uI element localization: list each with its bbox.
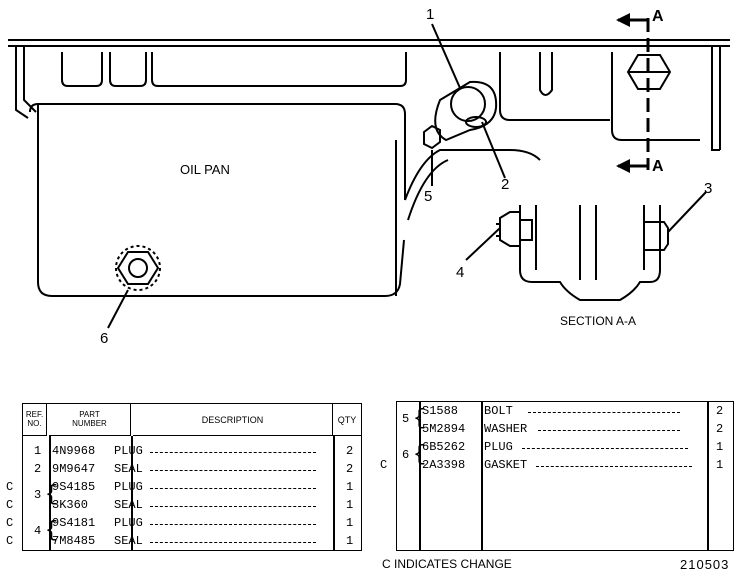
header-qty: QTY xyxy=(333,404,361,436)
ref-number: 6 xyxy=(402,448,410,462)
leader-dashes xyxy=(150,470,316,471)
part-number: S1588 xyxy=(422,404,459,418)
change-flag: C xyxy=(6,498,14,512)
leader-dashes xyxy=(150,524,316,525)
change-flag: C xyxy=(6,480,14,494)
group-brace: { xyxy=(45,482,59,507)
part-number: 9M9647 xyxy=(52,462,96,476)
group-brace: { xyxy=(413,442,427,467)
table-row: C 7M8485 SEAL 1 xyxy=(0,534,360,551)
oil-pan-illustration: 1 2 3 4 5 6 A A OIL PAN SECTION A-A xyxy=(8,6,730,347)
table-row: C 3K360 SEAL 1 xyxy=(0,498,360,515)
description: SEAL xyxy=(114,462,143,476)
callout-4: 4 xyxy=(456,264,465,281)
description: SEAL xyxy=(114,498,143,512)
leader-dashes xyxy=(536,466,692,467)
change-flag: C xyxy=(6,516,14,530)
change-legend: C INDICATES CHANGE xyxy=(382,557,512,571)
part-number: 9S4185 xyxy=(52,480,96,494)
quantity: 1 xyxy=(716,458,724,472)
change-flag: C xyxy=(380,458,388,472)
table-row: 5M2894 WASHER 2 xyxy=(376,422,736,439)
quantity: 1 xyxy=(346,498,354,512)
col-divider xyxy=(131,436,133,550)
leader-dashes xyxy=(522,448,688,449)
callout-5: 5 xyxy=(424,188,433,205)
callout-3: 3 xyxy=(704,180,713,197)
callout-2: 2 xyxy=(501,176,510,193)
part-number: 6B5262 xyxy=(422,440,466,454)
table-row: 1 4N9968 PLUG 2 xyxy=(0,444,360,461)
table-row: 5 { S1588 BOLT 2 xyxy=(376,404,736,431)
part-number: 5M2894 xyxy=(422,422,466,436)
quantity: 2 xyxy=(346,444,354,458)
leader-dashes xyxy=(528,412,680,413)
header-part: PART NUMBER xyxy=(49,404,131,436)
table-row: C 4 { 9S4181 PLUG 1 xyxy=(0,516,360,543)
part-number: 4N9968 xyxy=(52,444,96,458)
quantity: 2 xyxy=(716,404,724,418)
description: PLUG xyxy=(114,480,143,494)
ref-number: 1 xyxy=(34,444,42,458)
col-divider xyxy=(333,436,335,550)
ref-number: 4 xyxy=(34,524,42,538)
part-number: 9S4181 xyxy=(52,516,96,530)
section-marker-bottom: A xyxy=(652,158,664,175)
leader-dashes xyxy=(150,452,316,453)
col-divider xyxy=(707,402,709,550)
quantity: 1 xyxy=(346,480,354,494)
quantity: 1 xyxy=(346,516,354,530)
leader-dashes xyxy=(538,430,680,431)
leader-dashes xyxy=(150,506,316,507)
description: GASKET xyxy=(484,458,528,472)
table-row: C 3 { 9S4185 PLUG 1 xyxy=(0,480,360,507)
header-desc: DESCRIPTION xyxy=(133,404,333,436)
description: PLUG xyxy=(114,516,143,530)
description: SEAL xyxy=(114,534,143,548)
group-brace: { xyxy=(45,518,59,543)
change-flag: C xyxy=(6,534,14,548)
part-number: 7M8485 xyxy=(52,534,96,548)
description: WASHER xyxy=(484,422,528,436)
section-label: SECTION A-A xyxy=(560,314,637,328)
quantity: 2 xyxy=(716,422,724,436)
section-marker-top: A xyxy=(652,8,664,25)
oil-pan-line-art xyxy=(8,13,730,329)
oil-pan-label: OIL PAN xyxy=(180,162,230,177)
left-parts-table: REF. NO. PART NUMBER DESCRIPTION QTY xyxy=(22,403,362,551)
quantity: 2 xyxy=(346,462,354,476)
description: PLUG xyxy=(484,440,513,454)
description: PLUG xyxy=(114,444,143,458)
col-divider xyxy=(49,436,51,550)
ref-number: 3 xyxy=(34,488,42,502)
header-ref: REF. NO. xyxy=(23,404,47,436)
leader-dashes xyxy=(150,488,316,489)
callout-6: 6 xyxy=(100,330,109,347)
col-divider xyxy=(419,402,421,550)
description: BOLT xyxy=(484,404,513,418)
ref-number: 5 xyxy=(402,412,410,426)
table-row: 2A3398 GASKET 1 xyxy=(376,458,736,475)
ref-number: 2 xyxy=(34,462,42,476)
group-brace: { xyxy=(413,406,427,431)
right-parts-table xyxy=(396,401,734,551)
leader-dashes xyxy=(150,542,316,543)
part-number: 3K360 xyxy=(52,498,89,512)
col-divider xyxy=(481,402,483,550)
quantity: 1 xyxy=(346,534,354,548)
callout-1: 1 xyxy=(426,6,435,23)
table-row: C 6 { 6B5262 PLUG 1 xyxy=(376,440,736,472)
illustration-number: 210503 xyxy=(680,557,730,572)
part-number: 2A3398 xyxy=(422,458,466,472)
table-row: 2 9M9647 SEAL 2 xyxy=(0,462,360,479)
quantity: 1 xyxy=(716,440,724,454)
